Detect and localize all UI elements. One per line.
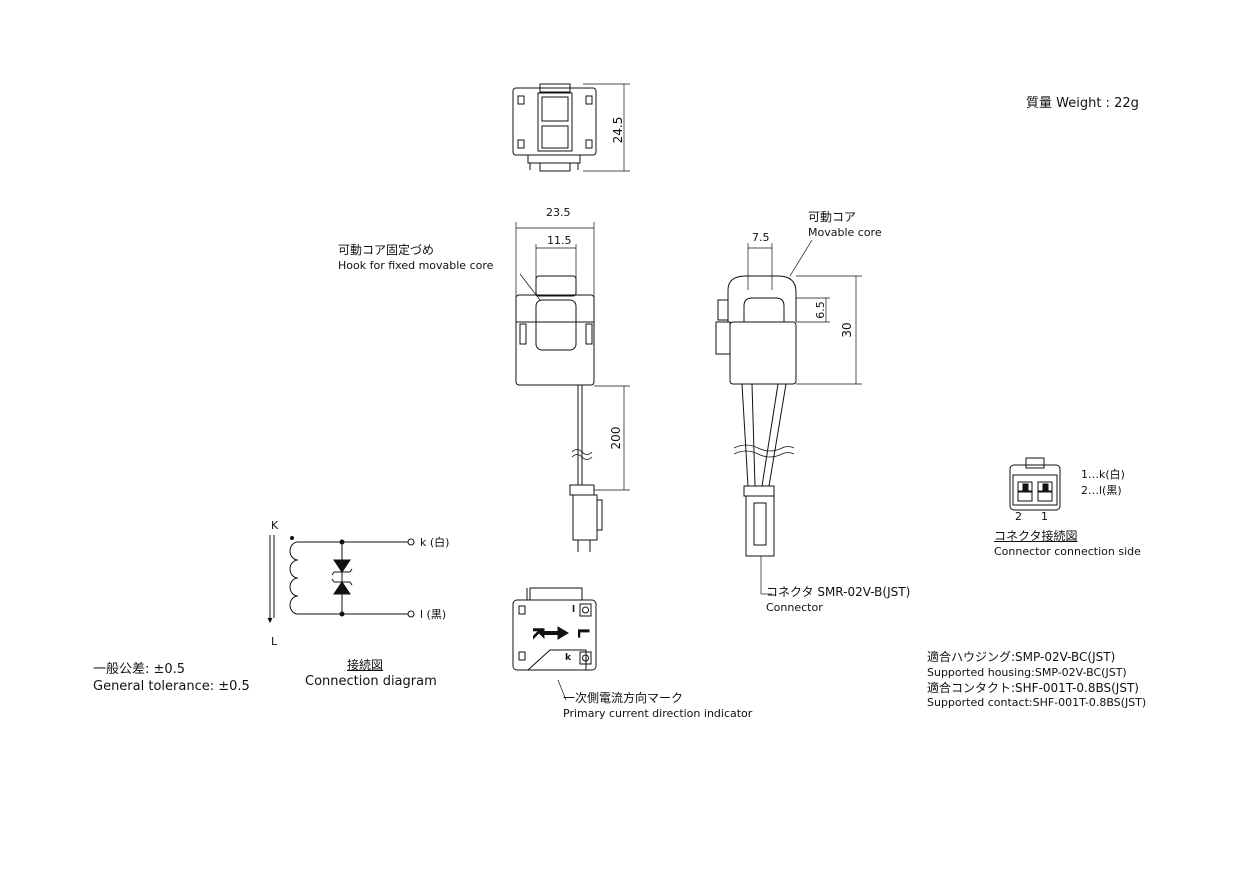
connector-label-jp: コネクタ SMR-02V-B(JST): [766, 585, 911, 599]
spec-housing-en: Supported housing:SMP-02V-BC(JST): [927, 666, 1127, 679]
connection-title-jp: 接続図: [347, 658, 384, 672]
weight-label: 質量 Weight : 22g: [1026, 96, 1139, 111]
mark-K-big: K: [529, 627, 548, 640]
bottom-view: [512, 587, 597, 701]
movable-core-label-jp: 可動コア: [808, 210, 857, 224]
mark-l-small: l: [572, 605, 575, 615]
hook-label-en: Hook for fixed movable core: [338, 259, 494, 272]
dim-11-5: 11.5: [547, 234, 572, 247]
schematic-k-white: k (白): [420, 536, 450, 549]
spec-contact-en: Supported contact:SHF-001T-0.8BS(JST): [927, 696, 1147, 709]
movable-core-label-en: Movable core: [808, 226, 882, 239]
hook-label-jp: 可動コア固定づめ: [338, 243, 435, 257]
connection-schematic: [267, 535, 415, 624]
connector-side-title-en: Connector connection side: [994, 545, 1141, 558]
tolerance-en: General tolerance: ±0.5: [93, 679, 250, 694]
front-view: [515, 222, 630, 552]
dim-30: 30: [840, 322, 854, 337]
dim-24-5: 24.5: [611, 117, 625, 144]
spec-housing-jp: 適合ハウジング:SMP-02V-BC(JST): [927, 650, 1116, 664]
tolerance-jp: 一般公差: ±0.5: [93, 662, 186, 677]
schematic-K: K: [271, 519, 279, 532]
dim-7-5: 7.5: [752, 231, 770, 244]
dim-200: 200: [609, 427, 623, 450]
pin-map-1: 1…k(白): [1081, 468, 1125, 481]
connector-side-view: [1009, 457, 1061, 511]
schematic-l-black: l (黒): [420, 608, 447, 621]
top-view: [512, 83, 630, 172]
pin-map-2: 2…l(黒): [1081, 484, 1122, 497]
mark-L-big: L: [574, 628, 593, 638]
direction-label-en: Primary current direction indicator: [563, 707, 753, 720]
schematic-L: L: [271, 635, 278, 648]
connector-label-en: Connector: [766, 601, 823, 614]
dim-23-5: 23.5: [546, 206, 571, 219]
direction-label-jp: 一次側電流方向マーク: [563, 691, 684, 705]
pin-number-1: 1: [1041, 510, 1048, 523]
mark-k-small: k: [565, 653, 572, 663]
connection-title-en: Connection diagram: [305, 674, 437, 689]
spec-contact-jp: 適合コンタクト:SHF-001T-0.8BS(JST): [927, 681, 1139, 695]
side-view: [715, 239, 862, 595]
dim-6-5: 6.5: [814, 301, 827, 319]
connector-side-title-jp: コネクタ接続図: [994, 529, 1078, 543]
pin-number-2: 2: [1015, 510, 1022, 523]
